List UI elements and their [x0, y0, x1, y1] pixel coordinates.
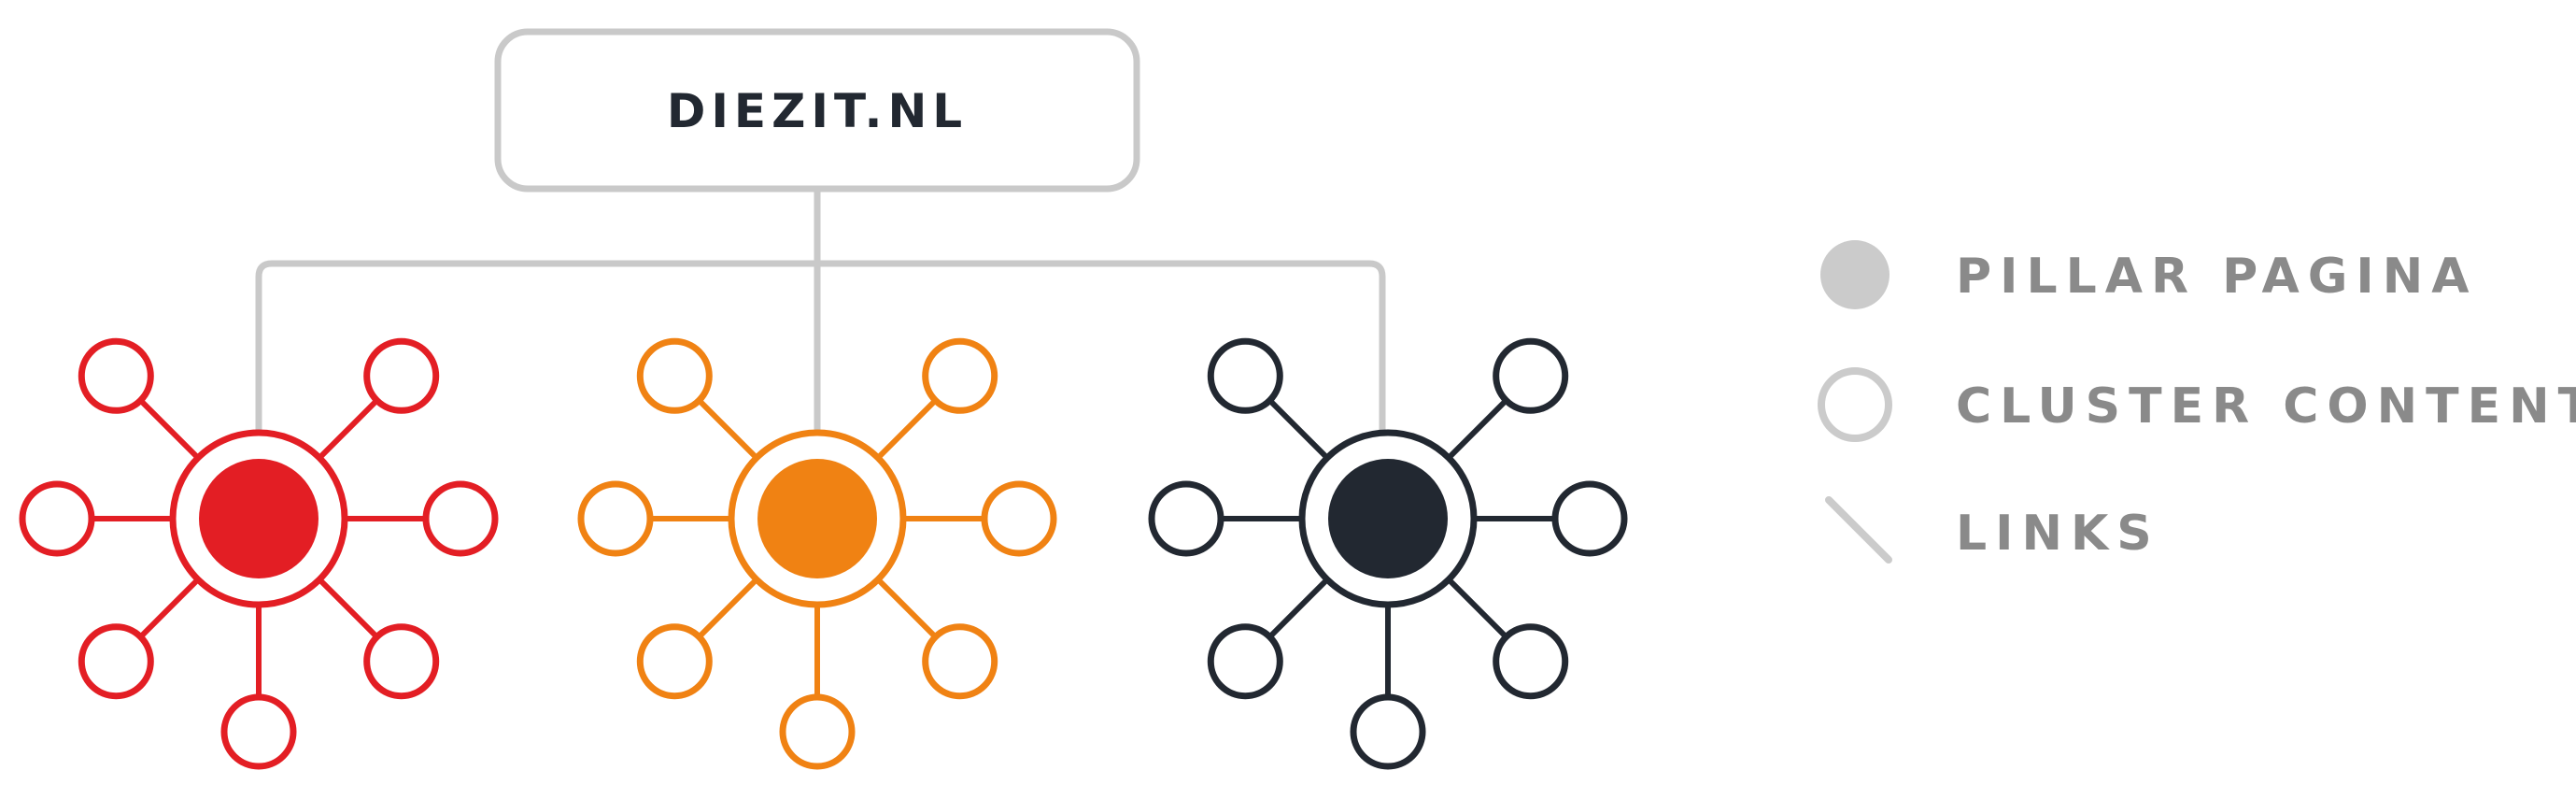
legend: PILLAR PAGINA CLUSTER CONTENT LINKS [1818, 240, 2576, 564]
link-line [1449, 579, 1508, 639]
cluster-content-node [636, 623, 713, 700]
cluster-content-node [78, 623, 154, 700]
pillar-page-node [1328, 459, 1448, 578]
dark-cluster [1148, 337, 1628, 770]
red-cluster [19, 337, 499, 770]
cluster-content-node [922, 337, 998, 414]
hollow-circle-icon [1818, 367, 1892, 442]
site-title: DIEZIT.NL [667, 84, 968, 138]
link-line [1267, 579, 1327, 639]
link-line [697, 579, 757, 639]
legend-label-cluster: CLUSTER CONTENT [1956, 378, 2576, 435]
legend-item-cluster: CLUSTER CONTENT [1818, 367, 2576, 442]
pillar-page-node [757, 459, 877, 578]
cluster-content-node [1551, 480, 1628, 557]
legend-item-links: LINKS [1825, 496, 2160, 564]
cluster-content-node [779, 693, 856, 770]
link-line [878, 579, 938, 639]
site-node: DIEZIT.NL [494, 28, 1140, 193]
cluster-content-node [363, 337, 440, 414]
legend-item-pillar: PILLAR PAGINA [1820, 240, 2478, 309]
link-line [319, 398, 379, 458]
cluster-content-node [981, 480, 1057, 557]
link-line [138, 398, 198, 458]
tree-connectors [255, 189, 1386, 432]
cluster-content-node [1350, 693, 1426, 770]
cluster-content-node [1148, 480, 1224, 557]
diagonal-line-icon [1825, 496, 1892, 564]
cluster-content-node [19, 480, 95, 557]
cluster-content-node [220, 693, 297, 770]
link-line [878, 398, 938, 458]
cluster-content-node [1493, 337, 1569, 414]
orange-cluster [577, 337, 1057, 770]
link-line [697, 398, 757, 458]
cluster-content-node [922, 623, 998, 700]
link-line [138, 579, 198, 639]
cluster-content-node [1493, 623, 1569, 700]
legend-label-links: LINKS [1956, 506, 2160, 562]
cluster-content-node [1207, 623, 1283, 700]
cluster-content-node [363, 623, 440, 700]
clusters-layer [19, 337, 1628, 770]
cluster-content-node [422, 480, 499, 557]
link-line [319, 579, 379, 639]
cluster-content-node [636, 337, 713, 414]
link-line [1267, 398, 1327, 458]
cluster-content-node [78, 337, 154, 414]
cluster-content-node [577, 480, 654, 557]
filled-circle-icon [1820, 240, 1890, 309]
legend-label-pillar: PILLAR PAGINA [1956, 249, 2478, 305]
pillar-page-node [199, 459, 318, 578]
cluster-content-node [1207, 337, 1283, 414]
link-line [1449, 398, 1508, 458]
